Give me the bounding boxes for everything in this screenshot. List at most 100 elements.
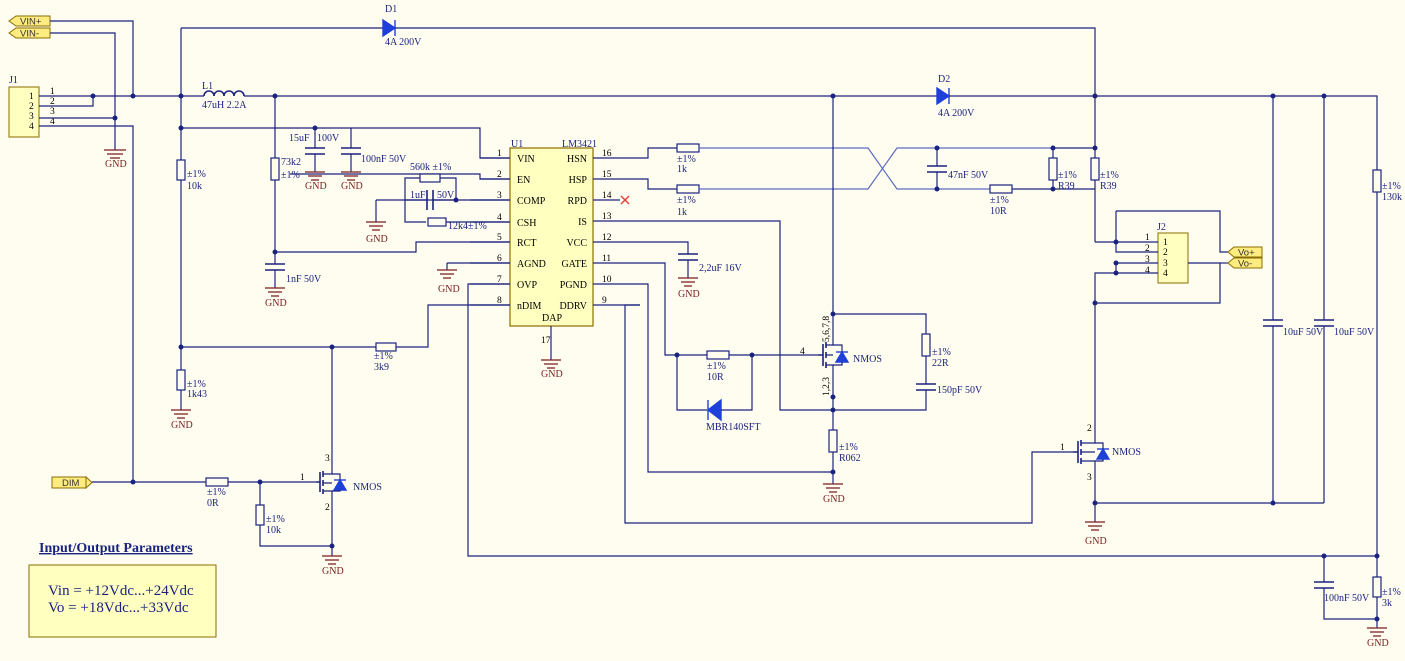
diode-d1: D1 4A 200V [382, 4, 422, 48]
svg-text:1: 1 [1060, 443, 1065, 453]
svg-text:R39: R39 [1058, 181, 1075, 192]
svg-text:GND: GND [678, 289, 700, 300]
ic-pin-number: 5 [497, 233, 502, 243]
resistor-1k-hsp: ±1% 1k [676, 184, 700, 218]
svg-text:Vo+: Vo+ [1238, 248, 1255, 259]
svg-text:±1%: ±1% [187, 379, 206, 390]
svg-text:1: 1 [29, 92, 34, 102]
svg-text:100nF 50V: 100nF 50V [1324, 593, 1370, 604]
svg-text:MBR140SFT: MBR140SFT [706, 422, 760, 433]
gnd-vcc: GND [678, 277, 700, 300]
params-vin: Vin = +12Vdc...+24Vdc [48, 583, 194, 599]
ic-pin-name: RPD [568, 196, 587, 207]
svg-text:VIN+: VIN+ [20, 17, 42, 28]
capacitor-10uf-a: 10uF 50V [1263, 319, 1324, 338]
ic-pin-name: EN [517, 175, 530, 186]
svg-text:2: 2 [1087, 424, 1092, 434]
svg-text:GND: GND [823, 494, 845, 505]
svg-text:10R: 10R [990, 206, 1007, 217]
svg-text:±1%: ±1% [1100, 170, 1119, 181]
svg-text:±1%: ±1% [374, 351, 393, 362]
svg-text:2: 2 [325, 503, 330, 513]
ic-pin-number: 8 [497, 296, 502, 306]
svg-text:±1%: ±1% [677, 195, 696, 206]
gnd-q-dim: GND [322, 555, 344, 577]
svg-text:10R: 10R [707, 372, 724, 383]
svg-text:4: 4 [50, 117, 55, 127]
capacitor-47nf: 47nF 50V [927, 165, 989, 181]
svg-text:±1%: ±1% [281, 170, 300, 181]
ic-pin-name: CSH [517, 218, 536, 229]
port-vin-pos: VIN+ [8, 15, 51, 28]
resistor-73k2: 73k2 ±1% [270, 157, 301, 181]
svg-text:NMOS: NMOS [1112, 447, 1141, 458]
mosfet-q-dim: 3 1 2 NMOS [300, 454, 382, 513]
svg-text:4A 200V: 4A 200V [385, 37, 422, 48]
resistor-10r-sense: ±1% 10R [989, 184, 1013, 217]
gnd-3k: GND [1367, 627, 1389, 649]
svg-text:50V: 50V [437, 190, 455, 201]
svg-text:10uF 50V: 10uF 50V [1283, 327, 1324, 338]
svg-text:130k: 130k [1382, 192, 1402, 203]
svg-text:L1: L1 [202, 81, 213, 92]
gnd-dap: GND [541, 359, 563, 380]
gnd-100nf: GND [341, 171, 363, 192]
ic-pin-number: 1 [497, 149, 502, 159]
svg-text:J2: J2 [1157, 222, 1166, 233]
svg-text:2: 2 [1145, 244, 1150, 254]
svg-text:1nF 50V: 1nF 50V [286, 274, 322, 285]
svg-text:GND: GND [265, 298, 287, 309]
svg-text:U1: U1 [511, 139, 523, 150]
ic-pin-name: OVP [517, 280, 537, 291]
svg-text:±1%: ±1% [707, 361, 726, 372]
svg-text:3k: 3k [1382, 598, 1392, 609]
port-vin-neg: VIN- [8, 27, 51, 40]
svg-text:D1: D1 [385, 4, 397, 15]
ic-pin-name: HSN [567, 154, 587, 165]
resistor-560k: 560k ±1% [410, 162, 451, 183]
svg-text:100V: 100V [317, 133, 340, 144]
svg-text:±1%: ±1% [187, 169, 206, 180]
ic-pin-number: 11 [602, 254, 611, 264]
svg-text:R062: R062 [839, 453, 861, 464]
gnd-1k43: GND [171, 409, 193, 431]
ic-pin-name: PGND [560, 280, 587, 291]
svg-text:GND: GND [322, 566, 344, 577]
svg-text:±1%: ±1% [1058, 170, 1077, 181]
svg-text:3: 3 [1145, 255, 1150, 265]
svg-text:Vo-: Vo- [1238, 259, 1252, 270]
ic-pin-number: 16 [602, 149, 612, 159]
svg-text:100nF 50V: 100nF 50V [361, 154, 407, 165]
ic-pin-number: 15 [602, 170, 612, 180]
ic-pin-number: 3 [497, 191, 502, 201]
svg-text:1k: 1k [677, 207, 687, 218]
svg-text:47nF 50V: 47nF 50V [948, 170, 989, 181]
svg-text:0R: 0R [207, 498, 219, 509]
svg-text:4: 4 [1163, 269, 1168, 279]
svg-text:GND: GND [341, 181, 363, 192]
svg-text:±1%: ±1% [266, 514, 285, 525]
ic-pin-name: RCT [517, 238, 536, 249]
resistor-1k-hsn: ±1% 1k [676, 143, 700, 175]
svg-text:3: 3 [29, 112, 34, 122]
svg-text:1: 1 [1163, 238, 1168, 248]
port-dim: DIM [51, 475, 93, 490]
ic-right-pins: 16HSN15HSP14RPD13IS12VCC11GATE10PGND9DDR… [559, 149, 611, 312]
svg-text:NMOS: NMOS [853, 354, 882, 365]
svg-text:150pF 50V: 150pF 50V [937, 385, 983, 396]
ic-pin-name: HSP [569, 175, 588, 186]
svg-text:17: 17 [541, 336, 551, 346]
capacitor-100nf-out: 100nF 50V [1314, 581, 1370, 604]
port-vo-pos: Vo+ [1227, 246, 1263, 259]
ic-pin-name: VCC [566, 238, 587, 249]
svg-text:R39: R39 [1100, 181, 1117, 192]
svg-text:10k: 10k [266, 525, 281, 536]
resistor-10r-gate: ±1% 10R [706, 350, 730, 383]
gnd-comp: GND [366, 221, 388, 245]
svg-text:47uH 2.2A: 47uH 2.2A [202, 100, 247, 111]
ic-pin-number: 7 [497, 275, 502, 285]
ic-pin-name: nDIM [517, 301, 542, 312]
svg-text:3: 3 [1163, 259, 1168, 269]
svg-text:3: 3 [50, 107, 55, 117]
